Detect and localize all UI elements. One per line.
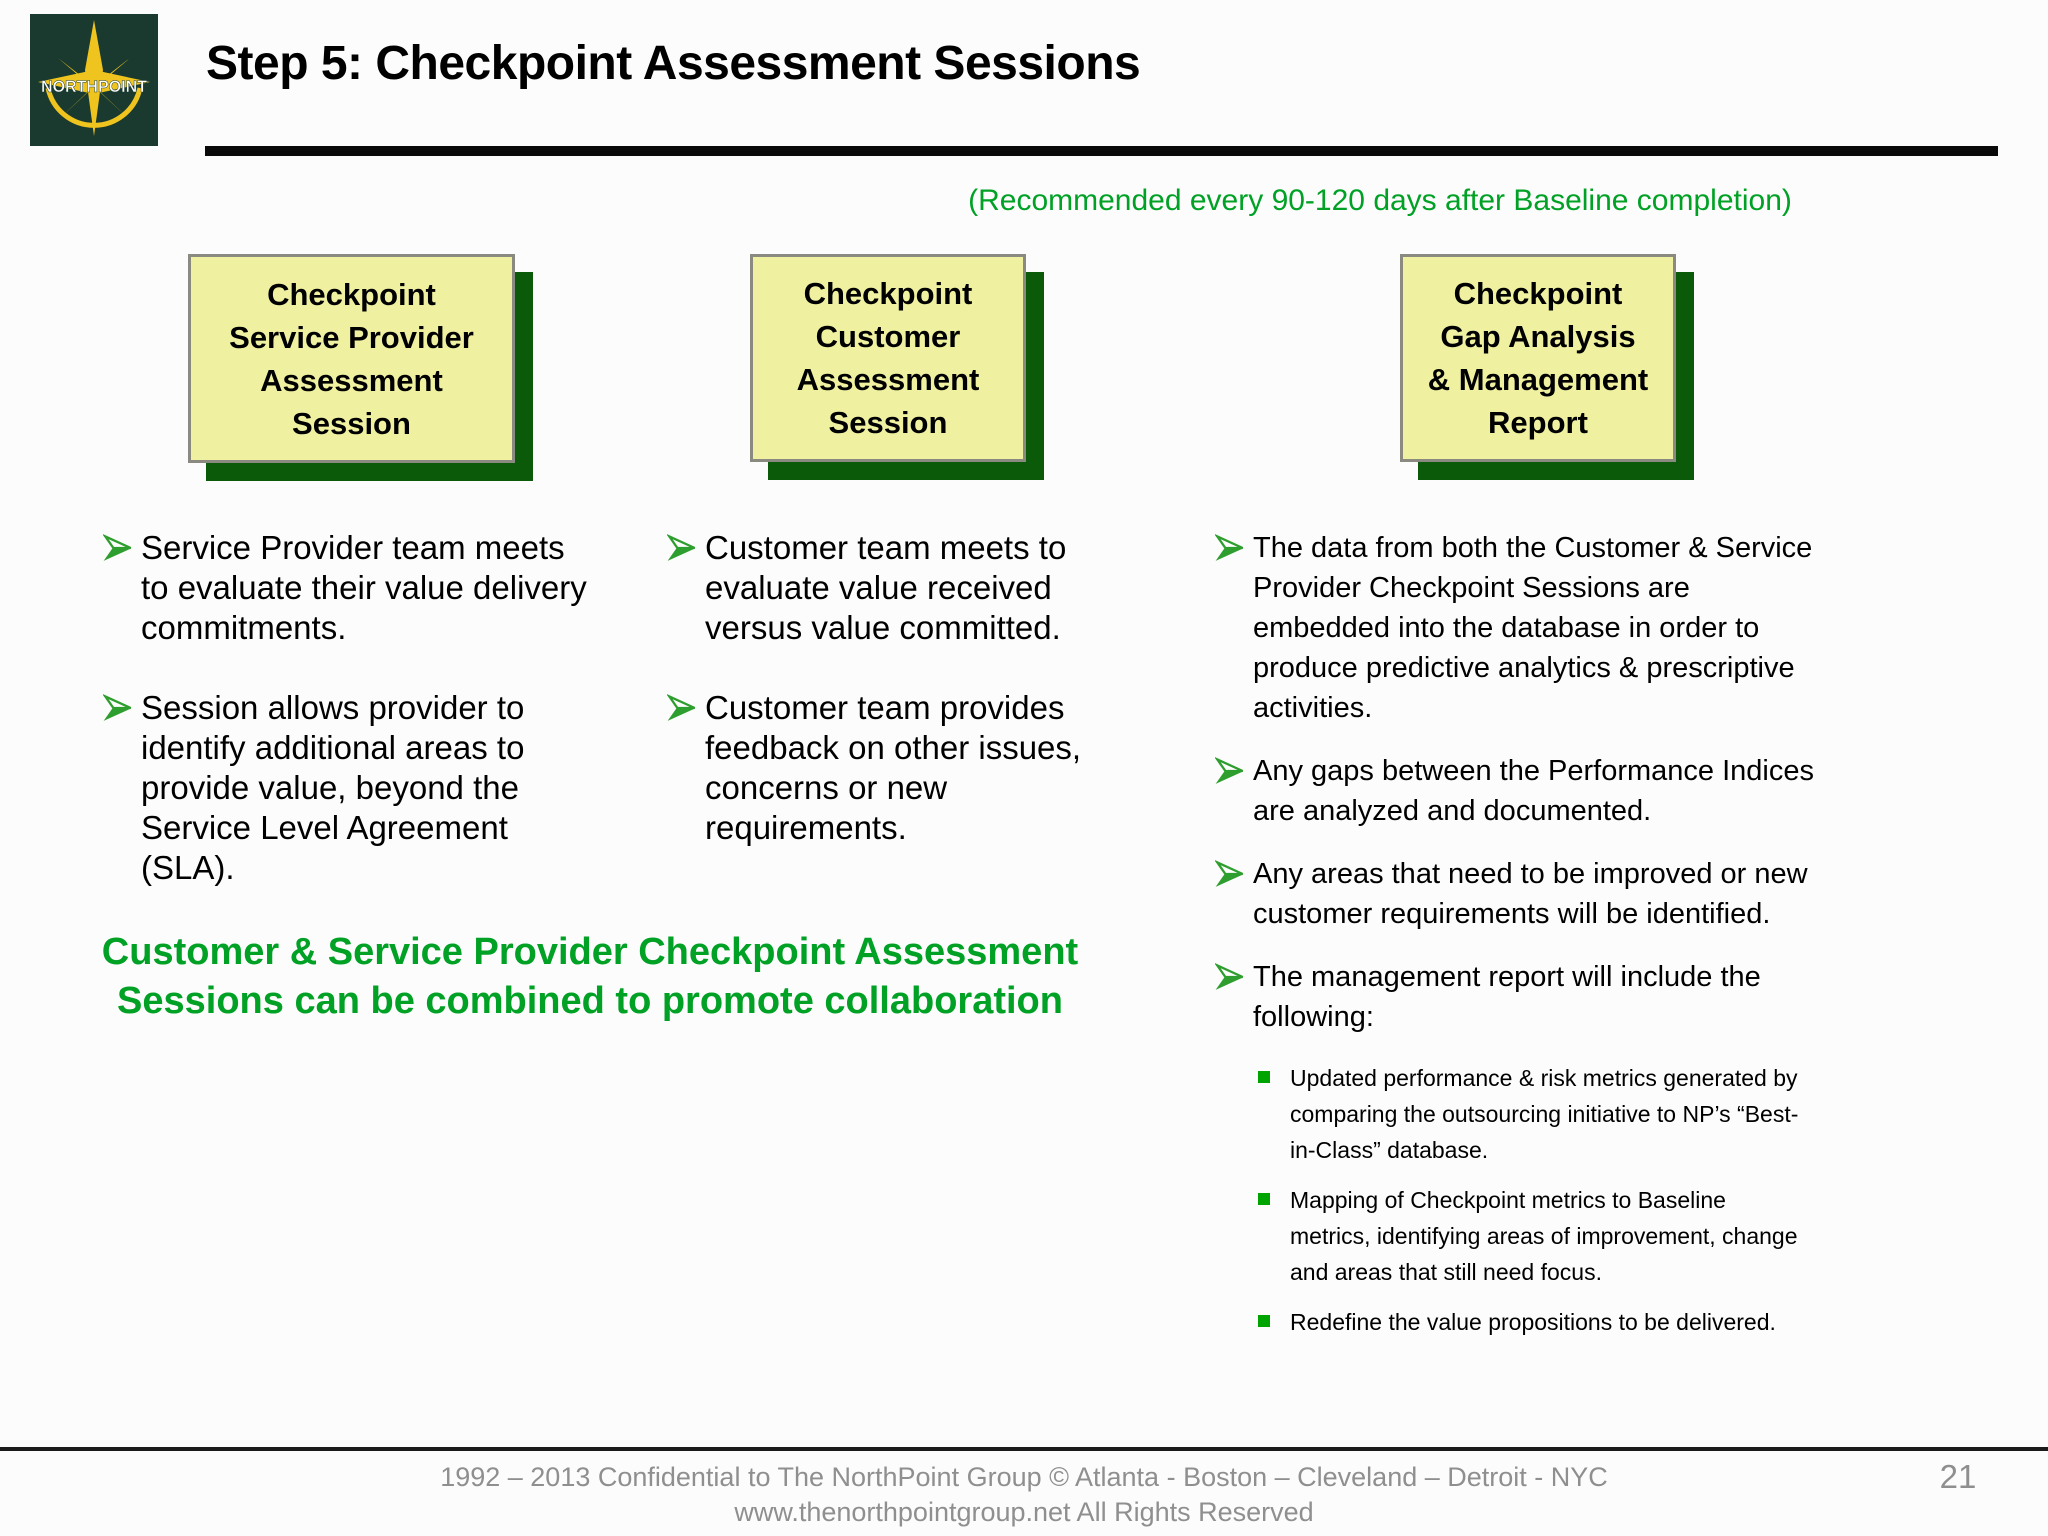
sub-bullet-text: Updated performance & risk metrics gener…	[1290, 1065, 1799, 1163]
bullet-text: Session allows provider to identify addi…	[141, 689, 525, 886]
bullet-item: The management report will include the f…	[1200, 957, 1860, 1037]
sub-bullet-item: Mapping of Checkpoint metrics to Baselin…	[1258, 1182, 1860, 1290]
sub-bullet-text: Redefine the value propositions to be de…	[1290, 1309, 1776, 1335]
box-gap-analysis-report: Checkpoint Gap Analysis & Management Rep…	[1400, 254, 1676, 462]
arrow-bullet-icon	[667, 694, 696, 721]
recommendation-note: (Recommended every 90-120 days after Bas…	[968, 184, 1792, 217]
column-gap-analysis: The data from both the Customer & Servic…	[1200, 528, 1860, 1354]
bullet-text: The management report will include the f…	[1253, 961, 1761, 1033]
arrow-bullet-icon	[667, 534, 696, 561]
arrow-bullet-icon	[1215, 860, 1244, 887]
arrow-bullet-icon	[1215, 534, 1244, 561]
footer-confidential-line: 1992 – 2013 Confidential to The NorthPoi…	[440, 1462, 1608, 1492]
square-bullet-icon	[1258, 1193, 1270, 1205]
box-customer-session: Checkpoint Customer Assessment Session	[750, 254, 1026, 462]
compass-star-icon: NORTHPOINT	[30, 14, 158, 146]
northpoint-logo: NORTHPOINT	[30, 14, 158, 146]
arrow-bullet-icon	[1215, 963, 1244, 990]
page-number: 21	[1939, 1458, 1977, 1495]
column-customer: Customer team meets to evaluate value re…	[652, 528, 1152, 888]
bullet-text: Any gaps between the Performance Indices…	[1253, 755, 1814, 827]
bullet-item: Service Provider team meets to evaluate …	[88, 528, 588, 648]
bullet-text: Customer team provides feedback on other…	[705, 689, 1082, 846]
sub-bullet-item: Updated performance & risk metrics gener…	[1258, 1060, 1860, 1168]
footer-divider	[0, 1447, 2048, 1451]
sub-bullet-item: Redefine the value propositions to be de…	[1258, 1304, 1860, 1340]
bullet-item: The data from both the Customer & Servic…	[1200, 528, 1860, 728]
square-bullet-icon	[1258, 1315, 1270, 1327]
title-underline	[205, 146, 1998, 156]
bullet-item: Any gaps between the Performance Indices…	[1200, 751, 1860, 831]
bullet-text: Any areas that need to be improved or ne…	[1253, 858, 1808, 930]
bullet-item: Session allows provider to identify addi…	[88, 688, 588, 888]
bullet-text: Customer team meets to evaluate value re…	[705, 529, 1067, 646]
bullet-text: The data from both the Customer & Servic…	[1253, 532, 1813, 724]
arrow-bullet-icon	[1215, 757, 1244, 784]
footer-website-line: www.thenorthpointgroup.net All Rights Re…	[734, 1497, 1314, 1527]
column-service-provider: Service Provider team meets to evaluate …	[88, 528, 588, 928]
square-bullet-icon	[1258, 1071, 1270, 1083]
bullet-item: Customer team meets to evaluate value re…	[652, 528, 1152, 648]
footer: 1992 – 2013 Confidential to The NorthPoi…	[250, 1460, 1798, 1530]
arrow-bullet-icon	[103, 534, 132, 561]
logo-text: NORTHPOINT	[41, 77, 148, 96]
bullet-item: Any areas that need to be improved or ne…	[1200, 854, 1860, 934]
arrow-bullet-icon	[103, 694, 132, 721]
bullet-text: Service Provider team meets to evaluate …	[141, 529, 587, 646]
sub-bullet-text: Mapping of Checkpoint metrics to Baselin…	[1290, 1187, 1798, 1285]
combined-sessions-statement: Customer & Service Provider Checkpoint A…	[101, 931, 1079, 1022]
box-service-provider-session: Checkpoint Service Provider Assessment S…	[188, 254, 515, 463]
bullet-item: Customer team provides feedback on other…	[652, 688, 1152, 848]
slide-title: Step 5: Checkpoint Assessment Sessions	[206, 37, 1141, 90]
